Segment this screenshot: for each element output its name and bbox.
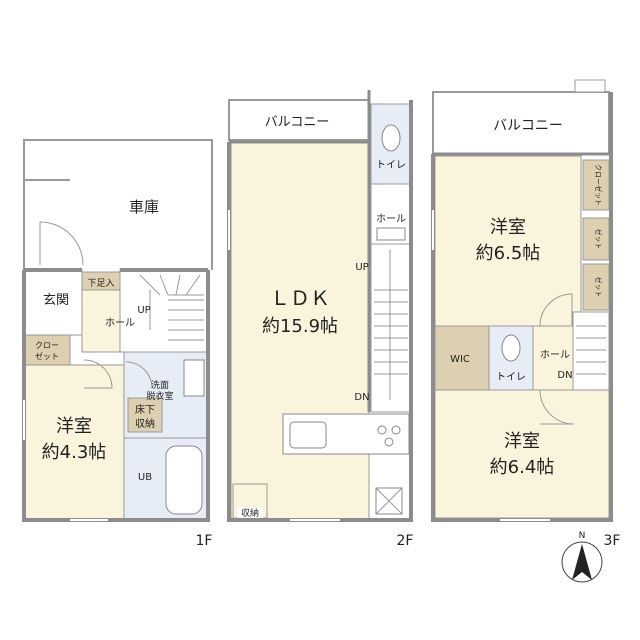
western-room-3f-a [434,155,582,327]
door-western-1f [83,359,113,389]
floor-2f: バルコニー トイレ ホール ＬＤＫ 約15.9帖 UP DN 収納 2F [227,90,414,549]
underfloor-storage-room [127,397,163,433]
western-room-3f-b [434,389,610,519]
closet-3f-b [582,217,610,261]
stairs-3f [576,325,606,375]
balcony-3f-label: バルコニー [493,118,563,134]
storage-2f-label: 収納 [241,507,259,519]
stair-area-2f [370,243,412,413]
storage-2f-label-bg [237,507,263,519]
floor-1f: 車庫 玄関 下足入 ホール UP クロー ゼット 洋室 約4.3帖 洗面 脱衣室… [22,139,213,549]
kitchen-stove [377,425,401,447]
floor-1f-name: 1F [196,533,213,549]
kitchen-sink [289,421,327,449]
closet-3f-c-label: ゼット [594,277,603,298]
washbasin-1f [183,359,205,397]
compass-circle [561,541,603,583]
up-label-2f: UP [355,262,368,273]
compass-arrow-icon [572,544,592,580]
western-room-1f-label-line1: 洋室 [56,416,92,437]
compass-label: N [579,531,586,541]
stair-area-3f [572,311,610,391]
floor-2f-name: 2F [397,533,414,549]
fridge-x2 [375,487,403,515]
western-room-1f [23,364,125,521]
underfloor-label-line2: 収納 [135,417,155,430]
hall-3f-room [532,325,574,391]
balcony-3f-rail [574,79,606,93]
hall-2f-label: ホール [376,213,406,225]
entrance-label: 玄関 [43,293,69,308]
garage-door-arc [39,221,84,266]
western-room-3f-b-label-line2: 約6.4帖 [490,457,555,478]
western-room-3f-a-label-line1: 洋室 [490,217,526,238]
dn-label-3f: DN [557,370,572,381]
dn-label-2f: DN [354,392,369,403]
closet-3f-c [582,263,610,311]
unit-bath-label: UB [138,472,152,483]
balcony-2f-label: バルコニー [265,115,330,130]
closet-3f-b-label: ゼット [594,229,603,250]
underfloor-label-line1: 床下 [135,403,155,416]
toilet-bowl-2f [381,124,401,152]
ldk-label-line1: ＬＤＫ [270,286,330,310]
stairs-1f [139,274,204,341]
wic-label: WIC [450,354,470,365]
western-room-1f-label-line2: 約4.3帖 [42,442,107,463]
balcony-3f [432,91,610,155]
floor-3f-name: 3F [604,533,621,549]
closet-3f-a [582,159,610,211]
up-label-1f: UP [137,305,150,316]
toilet-bowl-3f [501,334,521,362]
washroom-label-line2: 脱衣室 [146,390,173,402]
floor-3f: バルコニー 洋室 約6.5帖 クローゼット ゼット ゼット WIC トイレ ホー… [431,79,621,549]
closet-label-line1: クロー [35,341,59,350]
wic-room [434,325,490,391]
stairs-2f [374,250,408,400]
western-room-3f-b-label-line1: 洋室 [504,431,540,452]
hall-2f-sink [376,227,406,241]
ldk-label-line2: 約15.9帖 [262,316,338,337]
garage-label: 車庫 [129,198,159,216]
door-washroom-1f [125,361,153,389]
washroom-label-line1: 洗面 [151,379,169,391]
western-room-3f-a-label-line2: 約6.5帖 [476,243,541,264]
door-3f-b [539,389,575,425]
hall-3f-label: ホール [540,349,570,361]
garage-outline [23,139,213,270]
bathtub [165,445,203,515]
walls-1f [22,270,210,522]
closet-room [23,334,71,366]
closet-label-line2: ゼット [35,351,59,361]
hall-label-1f: ホール [105,317,135,329]
closet-3f-a-label: クローゼット [594,164,603,206]
toilet-2f-label: トイレ [376,160,406,171]
shoe-storage-label: 下足入 [87,278,114,289]
door-3f-a [539,293,573,327]
ldk-room [230,141,370,521]
toilet-3f-label: トイレ [496,372,526,383]
compass: N [561,531,603,583]
